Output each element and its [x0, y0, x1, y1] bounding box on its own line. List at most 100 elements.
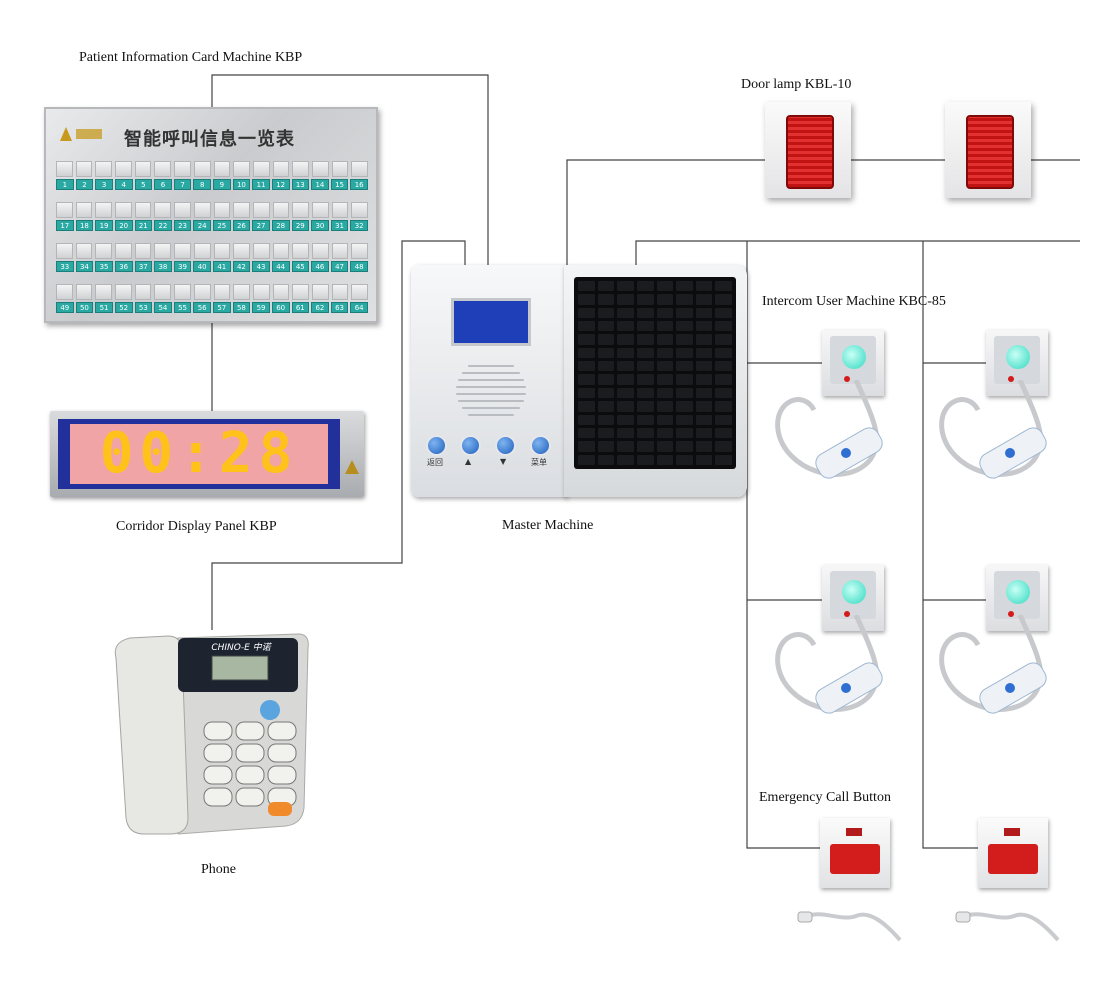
- keypad-key[interactable]: [617, 281, 634, 292]
- keypad-key[interactable]: [676, 374, 693, 385]
- keypad-key[interactable]: [578, 414, 595, 425]
- keypad-key[interactable]: [636, 361, 654, 372]
- keypad-key[interactable]: [597, 347, 615, 359]
- keypad-key[interactable]: [715, 374, 732, 385]
- keypad-key[interactable]: [597, 281, 615, 292]
- keypad-key[interactable]: [656, 374, 674, 385]
- keypad-key[interactable]: [578, 361, 595, 372]
- keypad-key[interactable]: [636, 347, 654, 359]
- emergency-press-pad[interactable]: [988, 844, 1038, 874]
- keypad-key[interactable]: [715, 361, 732, 372]
- keypad-key[interactable]: [597, 334, 615, 345]
- keypad-key[interactable]: [695, 441, 713, 452]
- keypad-key[interactable]: [695, 401, 713, 412]
- keypad-key[interactable]: [578, 334, 595, 345]
- master-down-button[interactable]: [495, 435, 516, 456]
- keypad-key[interactable]: [597, 427, 615, 439]
- keypad-key[interactable]: [656, 334, 674, 345]
- call-button-icon[interactable]: [842, 580, 866, 604]
- emergency-press-pad[interactable]: [830, 844, 880, 874]
- keypad-key[interactable]: [656, 441, 674, 452]
- keypad-key[interactable]: [617, 401, 634, 412]
- keypad-key[interactable]: [617, 454, 634, 465]
- keypad-key[interactable]: [597, 454, 615, 465]
- keypad-key[interactable]: [656, 281, 674, 292]
- keypad-key[interactable]: [597, 374, 615, 385]
- keypad-key[interactable]: [636, 307, 654, 319]
- keypad-key[interactable]: [578, 294, 595, 305]
- keypad-key[interactable]: [695, 321, 713, 332]
- keypad-key[interactable]: [636, 387, 654, 399]
- keypad-key[interactable]: [695, 387, 713, 399]
- keypad-key[interactable]: [676, 414, 693, 425]
- keypad-key[interactable]: [676, 387, 693, 399]
- keypad-key[interactable]: [578, 401, 595, 412]
- keypad-key[interactable]: [636, 334, 654, 345]
- keypad-key[interactable]: [597, 387, 615, 399]
- keypad-key[interactable]: [695, 361, 713, 372]
- keypad-key[interactable]: [656, 387, 674, 399]
- keypad-key[interactable]: [676, 281, 693, 292]
- keypad-key[interactable]: [676, 401, 693, 412]
- keypad-key[interactable]: [715, 441, 732, 452]
- keypad-key[interactable]: [597, 294, 615, 305]
- keypad-key[interactable]: [715, 281, 732, 292]
- keypad-key[interactable]: [597, 401, 615, 412]
- master-keypad[interactable]: [574, 277, 736, 469]
- keypad-key[interactable]: [656, 454, 674, 465]
- keypad-key[interactable]: [715, 414, 732, 425]
- keypad-key[interactable]: [617, 334, 634, 345]
- keypad-key[interactable]: [695, 454, 713, 465]
- keypad-key[interactable]: [636, 414, 654, 425]
- keypad-key[interactable]: [695, 374, 713, 385]
- keypad-key[interactable]: [695, 307, 713, 319]
- keypad-key[interactable]: [636, 454, 654, 465]
- keypad-key[interactable]: [636, 401, 654, 412]
- keypad-key[interactable]: [578, 281, 595, 292]
- keypad-key[interactable]: [578, 374, 595, 385]
- keypad-key[interactable]: [676, 361, 693, 372]
- keypad-key[interactable]: [636, 321, 654, 332]
- keypad-key[interactable]: [617, 414, 634, 425]
- keypad-key[interactable]: [715, 334, 732, 345]
- keypad-key[interactable]: [676, 321, 693, 332]
- keypad-key[interactable]: [715, 401, 732, 412]
- master-up-button[interactable]: [460, 435, 481, 456]
- keypad-key[interactable]: [695, 281, 713, 292]
- keypad-key[interactable]: [676, 294, 693, 305]
- keypad-key[interactable]: [676, 441, 693, 452]
- keypad-key[interactable]: [636, 294, 654, 305]
- keypad-key[interactable]: [597, 307, 615, 319]
- keypad-key[interactable]: [715, 454, 732, 465]
- keypad-key[interactable]: [578, 321, 595, 332]
- keypad-key[interactable]: [617, 441, 634, 452]
- keypad-key[interactable]: [597, 414, 615, 425]
- keypad-key[interactable]: [695, 347, 713, 359]
- keypad-key[interactable]: [656, 414, 674, 425]
- keypad-key[interactable]: [617, 361, 634, 372]
- keypad-key[interactable]: [695, 334, 713, 345]
- keypad-key[interactable]: [578, 441, 595, 452]
- keypad-key[interactable]: [617, 307, 634, 319]
- keypad-key[interactable]: [617, 387, 634, 399]
- keypad-key[interactable]: [715, 307, 732, 319]
- keypad-key[interactable]: [617, 374, 634, 385]
- keypad-key[interactable]: [636, 281, 654, 292]
- keypad-key[interactable]: [715, 427, 732, 439]
- keypad-key[interactable]: [578, 347, 595, 359]
- keypad-key[interactable]: [676, 454, 693, 465]
- keypad-key[interactable]: [636, 374, 654, 385]
- keypad-key[interactable]: [597, 321, 615, 332]
- keypad-key[interactable]: [676, 307, 693, 319]
- keypad-key[interactable]: [578, 387, 595, 399]
- master-menu-button[interactable]: [530, 435, 551, 456]
- keypad-key[interactable]: [578, 454, 595, 465]
- keypad-key[interactable]: [578, 307, 595, 319]
- keypad-key[interactable]: [656, 401, 674, 412]
- call-button-icon[interactable]: [1006, 345, 1030, 369]
- keypad-key[interactable]: [656, 361, 674, 372]
- keypad-key[interactable]: [617, 347, 634, 359]
- keypad-key[interactable]: [636, 441, 654, 452]
- keypad-key[interactable]: [617, 427, 634, 439]
- keypad-key[interactable]: [676, 427, 693, 439]
